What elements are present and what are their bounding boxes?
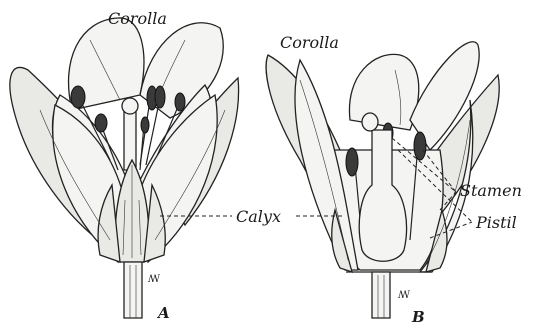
flower-b — [266, 42, 499, 318]
calyx-label: Calyx — [236, 207, 281, 226]
pistil-label: Pistil — [475, 213, 517, 232]
corolla-label-b: Corolla — [280, 33, 339, 52]
flower-a — [10, 18, 239, 318]
engraver-mark-b: ꟿ — [397, 290, 410, 301]
figure-b-label: B — [411, 308, 425, 324]
corolla-label-a: Corolla — [108, 9, 167, 28]
engraver-mark-a: ꟿ — [147, 274, 160, 285]
figure-a-label: A — [156, 304, 170, 322]
stamen-label: Stamen — [460, 181, 522, 200]
